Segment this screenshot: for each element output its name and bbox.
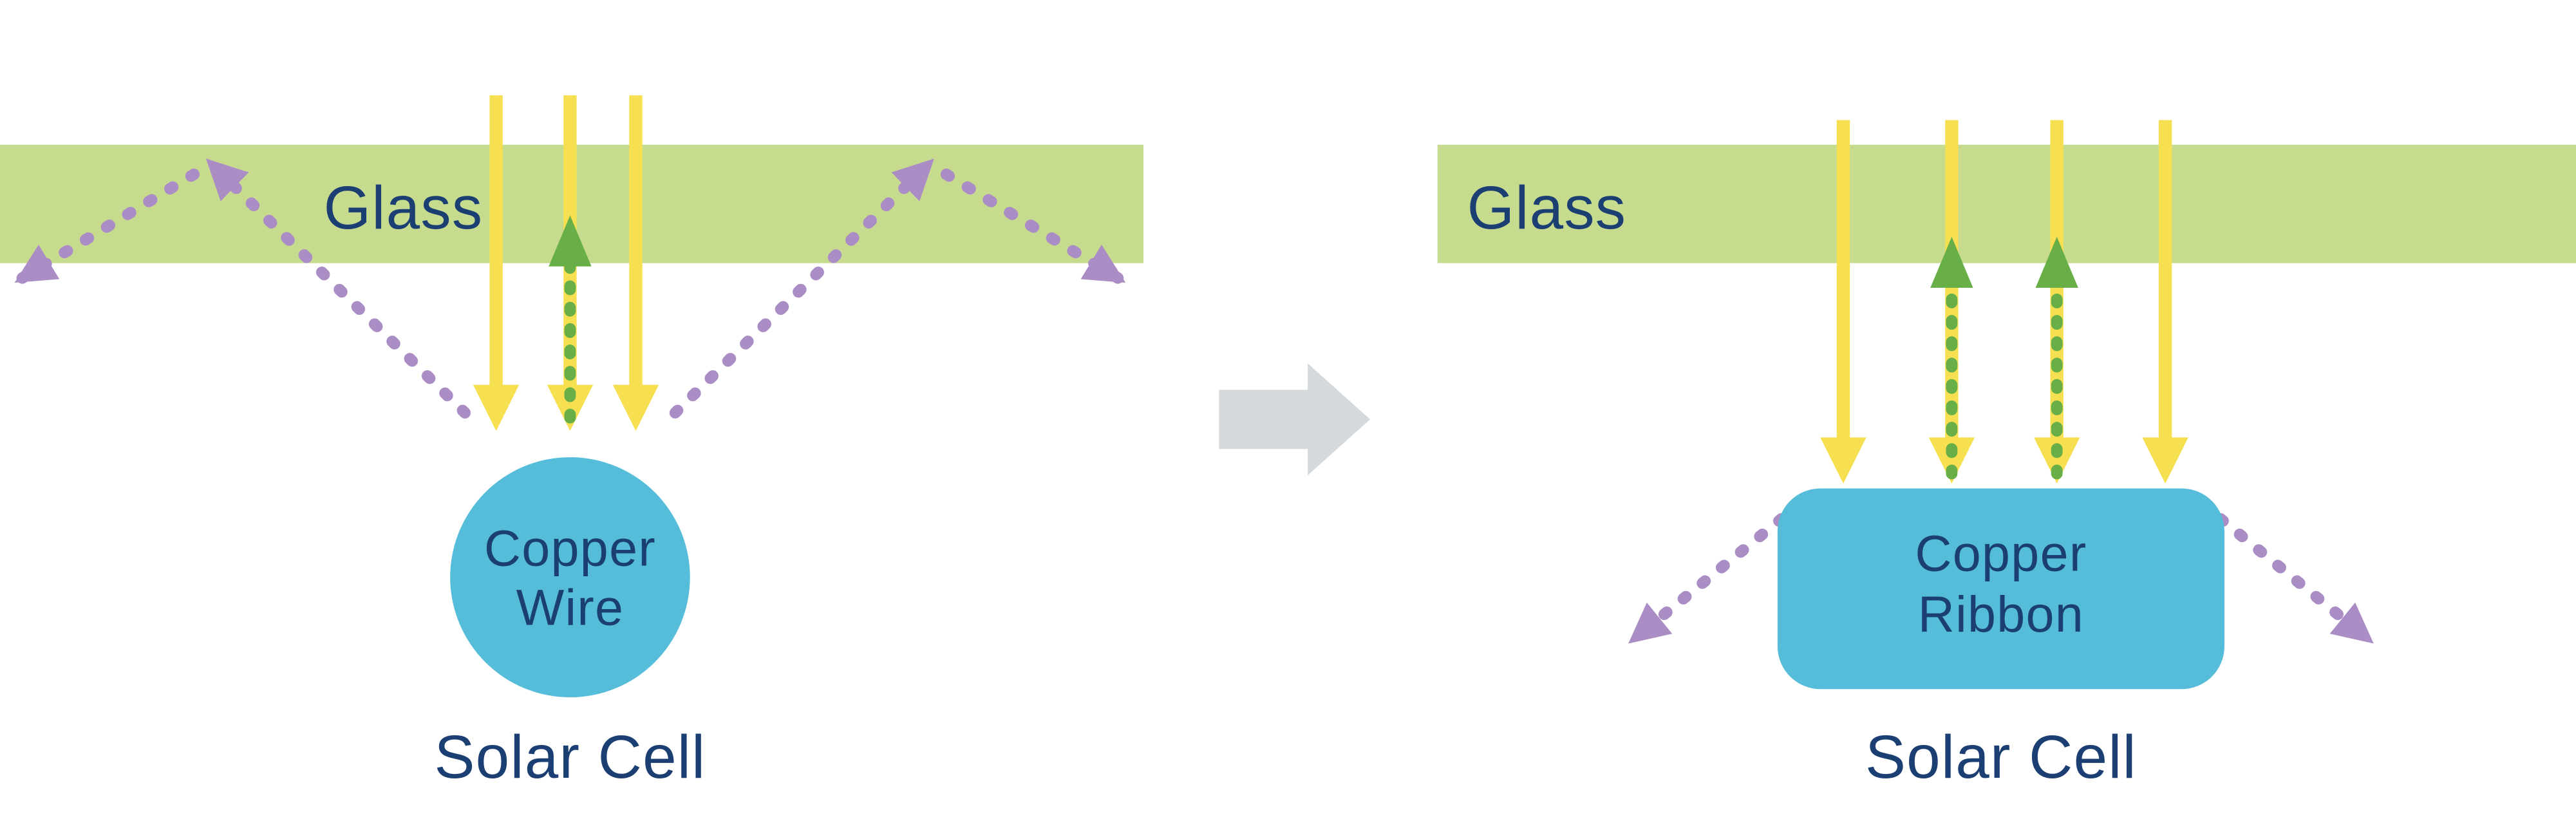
copper-ribbon-shape xyxy=(1777,488,2224,690)
copper-wire-panel: Glass xyxy=(0,95,1143,791)
sunlight-arrow-icon xyxy=(473,95,520,431)
sunlight-arrow-icon xyxy=(2142,120,2188,484)
glass-layer xyxy=(1437,144,2576,263)
reflected-light-arrow-icon xyxy=(669,156,1127,419)
copper-wire-shape xyxy=(450,457,690,697)
conductor-label-line2: Wire xyxy=(516,579,625,636)
recaptured-light-arrow-icon xyxy=(1930,236,1973,480)
glass-label: Glass xyxy=(1467,174,1627,242)
transform-arrow-icon xyxy=(1219,363,1371,476)
reflected-light-arrow-icon xyxy=(2195,497,2375,646)
conductor-label-line2: Ribbon xyxy=(1918,585,2084,643)
sunlight-arrow-icon xyxy=(612,95,659,431)
solar-cell-label: Solar Cell xyxy=(1865,723,2137,791)
recaptured-light-arrow-icon xyxy=(2035,236,2078,480)
recaptured-light-arrow-icon xyxy=(549,215,592,424)
sunlight-arrow-icon xyxy=(1820,120,1866,484)
reflected-light-arrow-icon xyxy=(1627,497,1807,646)
conductor-label-line1: Copper xyxy=(484,520,656,577)
copper-ribbon-panel: Glass xyxy=(1437,120,2576,791)
glass-label: Glass xyxy=(324,174,484,242)
solar-cell-label: Solar Cell xyxy=(434,723,706,791)
conductor-label-line1: Copper xyxy=(1915,524,2087,581)
reflected-light-arrow-icon xyxy=(14,156,471,419)
